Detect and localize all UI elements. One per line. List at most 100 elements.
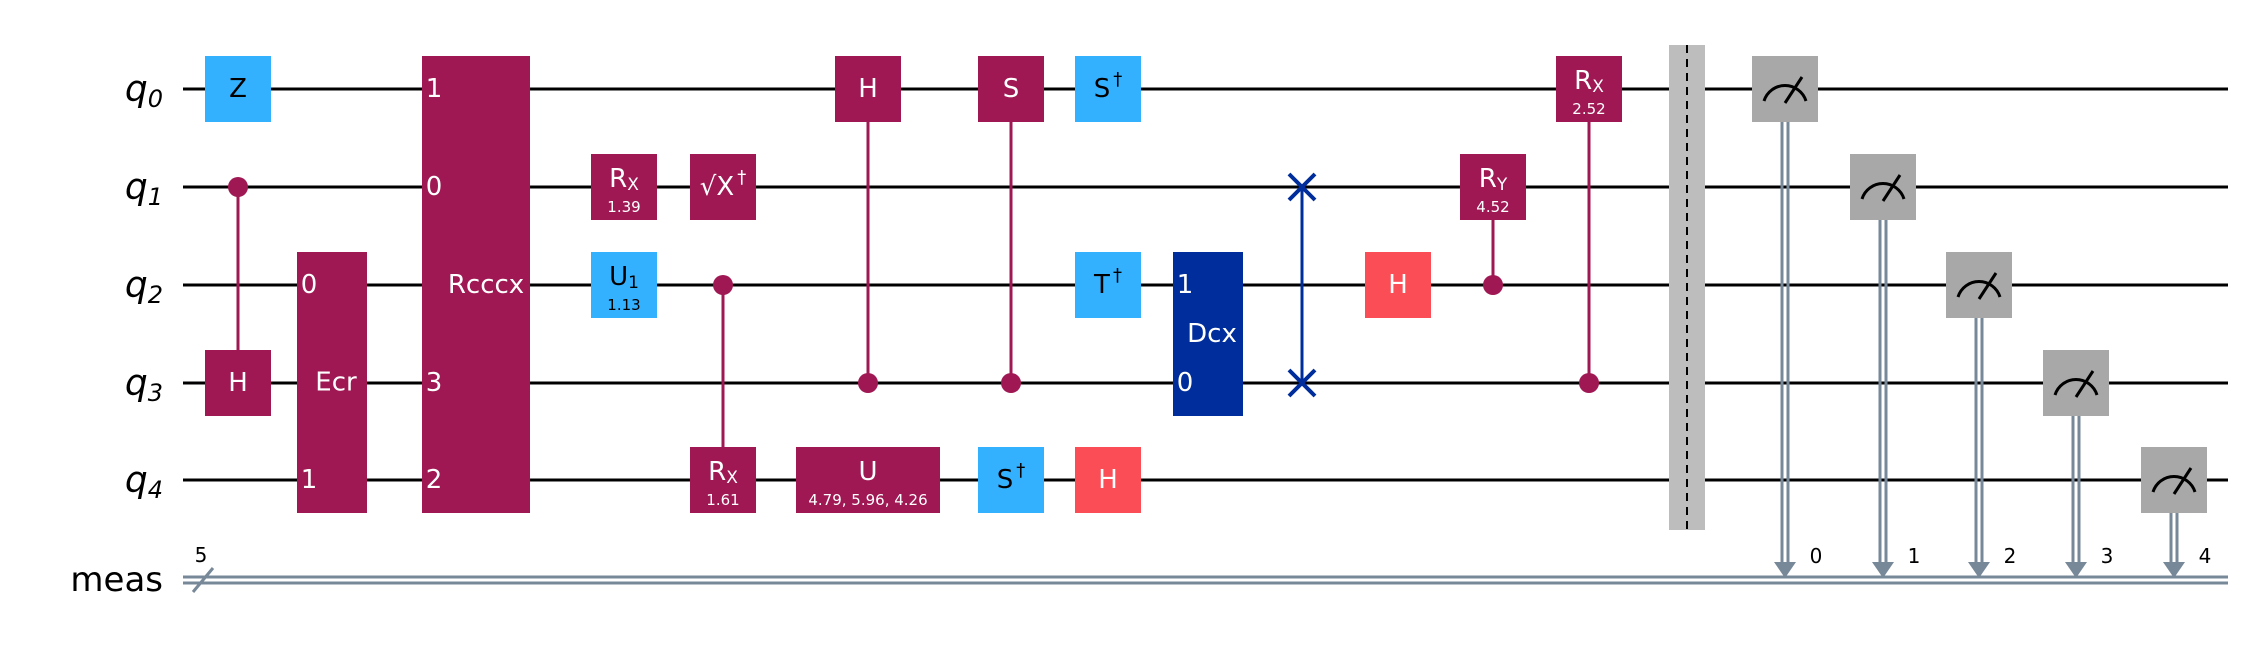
qubit-label-2: q2 [125, 265, 163, 310]
controlled-rx-gate-2: RX2.52 [1556, 56, 1622, 122]
controlled-h-gate: H [205, 350, 271, 416]
h-gate-label: H [1098, 465, 1118, 495]
rcccx-gate-label: Rcccx [448, 270, 524, 300]
meter-needle-icon [2172, 467, 2193, 495]
controlled-ry-gate-parameter: 4.52 [1476, 198, 1509, 216]
u1-gate-parameter: 1.13 [607, 296, 640, 314]
sdg-gate-2-box [1075, 56, 1141, 122]
measure-box [2141, 447, 2207, 513]
dcx-gate-box [1173, 252, 1243, 416]
rcccx-gate-port-label: 1 [426, 74, 443, 104]
controlled-s-gate-box [978, 56, 1044, 122]
classical-bit-index: 2 [2004, 544, 2017, 568]
dcx-gate-label: Dcx [1187, 319, 1237, 349]
measure-box [1946, 252, 2012, 318]
tdg-gate: T† [1075, 252, 1141, 318]
controlled-rx-gate-control-dot [713, 275, 733, 295]
z-gate: Z [205, 56, 271, 122]
controlled-ry-gate-control-dot [1483, 275, 1503, 295]
controlled-h-gate-label: H [228, 368, 248, 398]
qubit-label-3: q3 [125, 363, 163, 408]
tdg-gate-superscript: † [1113, 265, 1122, 286]
controlled-s-gate-label: S [1003, 74, 1020, 104]
ecr-gate-port-label: 1 [301, 465, 318, 495]
u-gate-label: U [858, 457, 877, 487]
controlled-s-gate-control-dot [1001, 373, 1021, 393]
meter-needle-icon [1783, 76, 1804, 104]
qubit-label-subscript: 1 [148, 183, 163, 211]
classical-register-label: meas [70, 560, 163, 600]
qubit-label-4: q4 [125, 460, 163, 505]
measure-box [1850, 154, 1916, 220]
rcccx-gate-port-label: 2 [426, 465, 443, 495]
controlled-h-gate-2-control-dot [858, 373, 878, 393]
qubit-label-0: q0 [125, 69, 163, 114]
controlled-s-gate: S [978, 56, 1044, 122]
controlled-rx-gate-parameter: 1.61 [706, 491, 739, 509]
sdg-gate-2: S† [1075, 56, 1141, 122]
controlled-h-gate-2: H [835, 56, 901, 122]
measurements-layer: 0 1 2 3 4 [1752, 56, 2211, 578]
sdg-gate-superscript: † [1016, 460, 1025, 481]
qubit-label-subscript: 3 [148, 379, 163, 407]
h-gate-2: H [1365, 252, 1431, 318]
meter-icon [2151, 475, 2197, 493]
u1-gate: U11.13 [591, 252, 657, 318]
meter-needle-icon [2074, 370, 2095, 398]
controlled-rx-gate-2-box [1556, 56, 1622, 122]
rx-gate-subscript: X [627, 175, 639, 195]
measure-arrow [2163, 562, 2185, 578]
controlled-ry-gate-subscript: Y [1496, 175, 1508, 195]
ecr-gate: Ecr 0 1 [297, 252, 367, 513]
meter-icon [1860, 182, 1906, 200]
rx-gate: RX1.39 [591, 154, 657, 220]
classical-register-size: 5 [195, 543, 208, 567]
rcccx-gate-box [422, 56, 530, 513]
controlled-ry-gate-box [1460, 154, 1526, 220]
classical-bit-index: 1 [1908, 544, 1921, 568]
meter-icon [1762, 84, 1808, 102]
controlled-h-gate-2-box [835, 56, 901, 122]
controlled-rx-gate-2-subscript: X [1592, 77, 1604, 97]
classical-bit-index: 0 [1810, 544, 1823, 568]
dcx-gate-port-label: 1 [1177, 270, 1194, 300]
u1-gate-box [591, 252, 657, 318]
ecr-gate-port-label: 0 [301, 270, 318, 300]
rx-gate-box [591, 154, 657, 220]
u-gate: U 4.79, 5.96, 4.26 [796, 447, 940, 513]
sdg-gate-box [978, 447, 1044, 513]
h-gate-2-box [1365, 252, 1431, 318]
register-labels-layer: q0 q1 q2 q3 q4 5 meas [70, 69, 207, 601]
classical-bit-index: 4 [2199, 544, 2212, 568]
qubit-label-1: q1 [125, 167, 163, 212]
h-gate-2-label: H [1388, 270, 1408, 300]
controlled-rx-gate-subscript: X [726, 468, 738, 488]
u-gate-parameter: 4.79, 5.96, 4.26 [808, 491, 927, 509]
classical-bit-index: 3 [2101, 544, 2114, 568]
controlled-rx-gate-2-control-dot [1579, 373, 1599, 393]
controlled-h-gate-2-label: H [858, 74, 878, 104]
measure-arrow [1872, 562, 1894, 578]
controlled-rx-gate: RX1.61 [690, 447, 756, 513]
meter-icon [2053, 378, 2099, 396]
u-gate-box [796, 447, 940, 513]
controlled-h-gate-box [205, 350, 271, 416]
measure-box [2043, 350, 2109, 416]
z-gate-box [205, 56, 271, 122]
measure-gate-4: 4 [2141, 447, 2211, 578]
swap-gate-cross [1287, 368, 1317, 398]
measure-arrow [1968, 562, 1990, 578]
ecr-gate-label: Ecr [315, 368, 357, 398]
measure-gate-3: 3 [2043, 350, 2113, 578]
controlled-ry-gate: RY4.52 [1460, 154, 1526, 220]
sxdg-gate: √X† [690, 154, 756, 220]
swap-gate-cross [1287, 172, 1317, 202]
controlled-rx-gate-box [690, 447, 756, 513]
meter-icon [1956, 280, 2002, 298]
qubit-label-subscript: 4 [148, 476, 163, 504]
meter-needle-icon [1977, 272, 1998, 300]
rcccx-gate-port-label: 0 [426, 172, 443, 202]
